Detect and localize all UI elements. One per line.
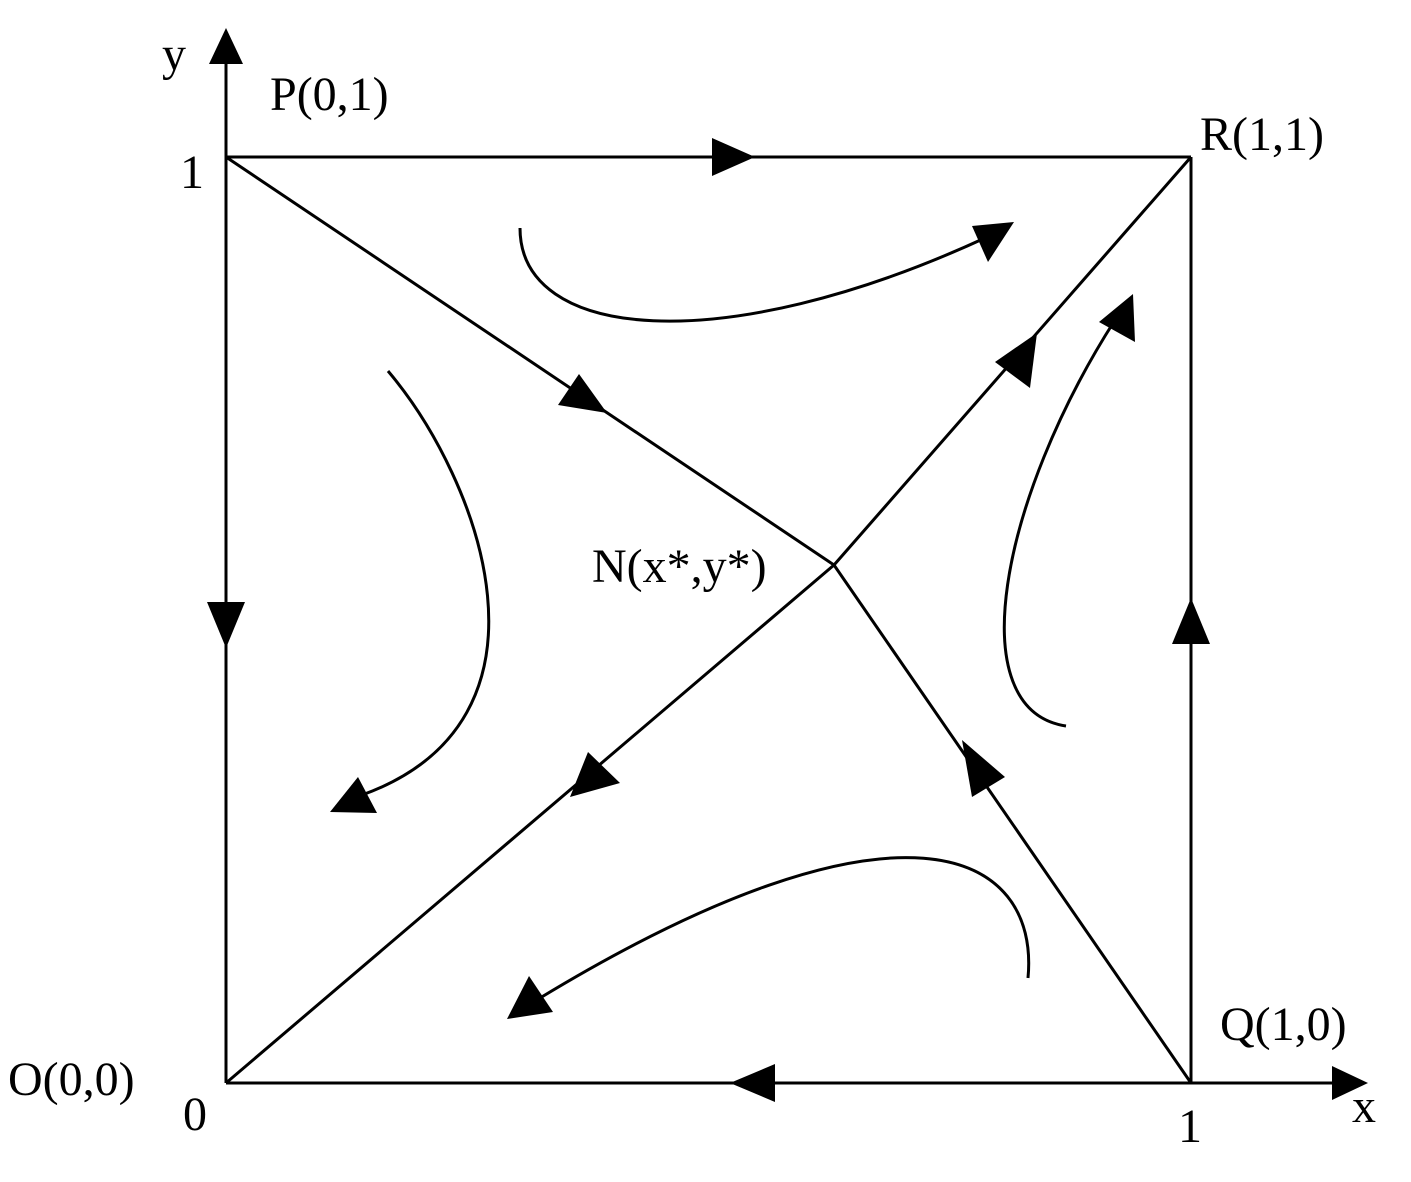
arrow-top-edge-icon — [712, 138, 755, 176]
flow-curve-bottom — [539, 856, 1031, 1000]
origin-tick-label: 0 — [183, 1088, 207, 1141]
y-axis-arrow-icon — [209, 28, 243, 64]
point-p-label: P(0,1) — [270, 68, 389, 121]
arrow-n-r-icon — [995, 333, 1037, 388]
arrow-bottom-edge-icon — [730, 1064, 775, 1102]
point-o-label: O(0,0) — [8, 1053, 135, 1106]
point-n-label: N(x*,y*) — [592, 540, 767, 593]
flow-curve-left-arrow-icon — [330, 777, 377, 813]
arrow-n-o-icon — [570, 752, 620, 797]
trajectory-n-to-o — [225, 563, 835, 1085]
flow-curve-right — [1002, 319, 1117, 728]
arrow-q-n-icon — [962, 740, 1005, 797]
x-axis-label: x — [1352, 1080, 1376, 1133]
arrow-p-n-icon — [558, 374, 607, 413]
y-axis-label: y — [162, 28, 186, 81]
x-axis-arrow-icon — [1332, 1066, 1368, 1100]
flow-curve-top-arrow-icon — [972, 222, 1014, 262]
separatrix-p-to-n — [225, 155, 835, 567]
y-tick-label: 1 — [180, 146, 204, 199]
flow-curve-right-arrow-icon — [1099, 294, 1135, 342]
arrow-right-edge-icon — [1172, 598, 1210, 644]
arrow-left-edge-icon — [207, 602, 245, 648]
x-tick-label: 1 — [1178, 1100, 1202, 1153]
separatrix-q-to-n — [832, 564, 1193, 1084]
point-q-label: Q(1,0) — [1220, 998, 1347, 1051]
flow-curve-top — [518, 227, 986, 323]
point-r-label: R(1,1) — [1200, 108, 1324, 161]
flow-curve-left — [361, 370, 491, 797]
flow-curve-bottom-arrow-icon — [507, 976, 553, 1019]
